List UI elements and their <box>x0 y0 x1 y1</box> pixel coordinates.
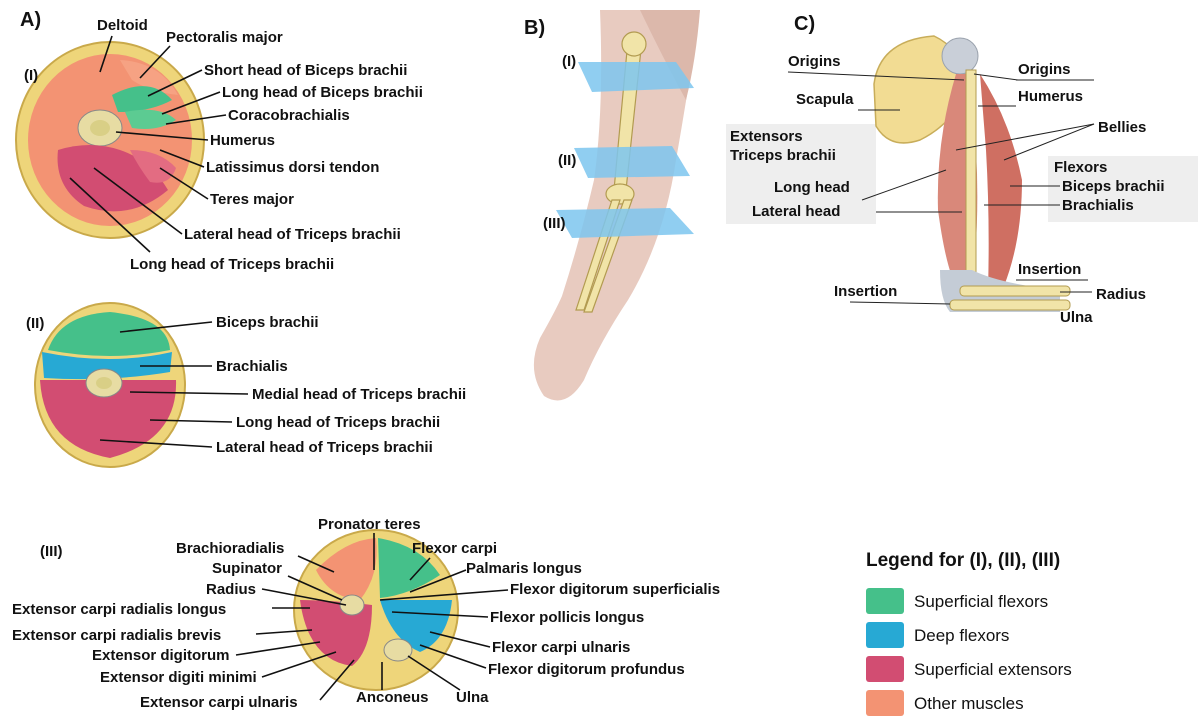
panel-c-title: C) <box>794 13 815 35</box>
label-extensors: Extensors <box>730 128 803 145</box>
panel-b-title: B) <box>524 17 545 39</box>
shoulder-joint <box>942 38 978 74</box>
legend-label: Other muscles <box>914 694 1024 713</box>
section-2-tag: (II) <box>26 315 44 332</box>
label-extensor-carpi-ulnaris: Extensor carpi ulnaris <box>140 694 298 711</box>
label-brachialis-2: Brachialis <box>216 358 288 375</box>
label-insertion-left: Insertion <box>834 283 897 300</box>
label-teres-major: Teres major <box>210 191 294 208</box>
legend-swatch <box>866 622 904 648</box>
plane-2 <box>574 146 690 178</box>
label-ext-carpi-rad-longus: Extensor carpi radialis longus <box>12 601 226 618</box>
label-ulna-c: Ulna <box>1060 309 1093 326</box>
label-medial-head-triceps: Medial head of Triceps brachii <box>252 386 466 403</box>
label-brachioradialis: Brachioradialis <box>176 540 284 557</box>
label-biceps-brachii-2: Biceps brachii <box>216 314 319 331</box>
humeral-head <box>622 32 646 56</box>
legend-label: Superficial flexors <box>914 592 1048 611</box>
section-1-tag: (I) <box>24 67 38 84</box>
label-lateral-head-triceps-1: Lateral head of Triceps brachii <box>184 226 401 243</box>
humerus-marrow <box>90 120 110 136</box>
panel-c: C) Origins Origins Scapula Humerus Belli… <box>726 13 1198 326</box>
label-bellies: Bellies <box>1098 119 1146 136</box>
ulna-bone-c <box>950 300 1070 310</box>
label-humerus-c: Humerus <box>1018 88 1083 105</box>
label-radius-c: Radius <box>1096 286 1146 303</box>
label-flexor-digitorum-profundus: Flexor digitorum profundus <box>488 661 685 678</box>
label-palmaris-longus: Palmaris longus <box>466 560 582 577</box>
label-lateral-head-c: Lateral head <box>752 203 840 220</box>
label-origins-right: Origins <box>1018 61 1071 78</box>
plane-label-2: (II) <box>558 152 576 169</box>
plane-label-1: (I) <box>562 53 576 70</box>
label-long-head-c: Long head <box>774 179 850 196</box>
label-radius-3: Radius <box>206 581 256 598</box>
label-lateral-head-triceps-2: Lateral head of Triceps brachii <box>216 439 433 456</box>
panel-a-title: A) <box>20 9 41 31</box>
legend: Legend for (I), (II), (III) Superficial … <box>866 550 1072 716</box>
plane-1 <box>578 62 694 92</box>
label-ext-carpi-rad-brevis: Extensor carpi radialis brevis <box>12 627 221 644</box>
label-flexor-carpi-ulnaris: Flexor carpi ulnaris <box>492 639 630 656</box>
label-supinator: Supinator <box>212 560 282 577</box>
label-long-head-triceps-2: Long head of Triceps brachii <box>236 414 440 431</box>
plane-label-3: (III) <box>543 215 566 232</box>
label-latissimus: Latissimus dorsi tendon <box>206 159 379 176</box>
cross-section-1 <box>16 42 204 238</box>
label-flexor-digitorum-superficialis: Flexor digitorum superficialis <box>510 581 720 598</box>
label-pectoralis-major: Pectoralis major <box>166 29 283 46</box>
label-flexors: Flexors <box>1054 159 1107 176</box>
label-short-head-biceps: Short head of Biceps brachii <box>204 62 407 79</box>
legend-label: Deep flexors <box>914 626 1009 645</box>
label-long-head-triceps-1: Long head of Triceps brachii <box>130 256 334 273</box>
label-flexor-pollicis-longus: Flexor pollicis longus <box>490 609 644 626</box>
label-brachialis-c: Brachialis <box>1062 197 1134 214</box>
legend-label: Superficial extensors <box>914 660 1072 679</box>
legend-swatch <box>866 690 904 716</box>
panel-b: B) (I) (II) (III) <box>524 10 700 400</box>
humerus-shaft-c <box>966 70 976 300</box>
plane-3 <box>556 208 694 238</box>
label-deltoid: Deltoid <box>97 17 148 34</box>
legend-title: Legend for (I), (II), (III) <box>866 550 1060 571</box>
label-humerus-1: Humerus <box>210 132 275 149</box>
label-pronator-teres: Pronator teres <box>318 516 421 533</box>
label-extensor-digitorum: Extensor digitorum <box>92 647 230 664</box>
radius-bone-c <box>960 286 1070 296</box>
label-long-head-biceps: Long head of Biceps brachii <box>222 84 423 101</box>
label-anconeus: Anconeus <box>356 689 429 706</box>
label-triceps-brachii-c: Triceps brachii <box>730 147 836 164</box>
label-coracobrachialis: Coracobrachialis <box>228 107 350 124</box>
section-3-tag: (III) <box>40 543 63 560</box>
humerus-marrow-2 <box>96 377 112 389</box>
legend-swatch <box>866 656 904 682</box>
legend-swatch <box>866 588 904 614</box>
label-origins-left: Origins <box>788 53 841 70</box>
label-ulna-3: Ulna <box>456 689 489 706</box>
ulna-bone-3 <box>384 639 412 661</box>
label-insertion-right: Insertion <box>1018 261 1081 278</box>
label-extensor-digiti-minimi: Extensor digiti minimi <box>100 669 257 686</box>
label-flexor-carpi: Flexor carpi <box>412 540 497 557</box>
label-scapula: Scapula <box>796 91 854 108</box>
label-biceps-brachii-c: Biceps brachii <box>1062 178 1165 195</box>
